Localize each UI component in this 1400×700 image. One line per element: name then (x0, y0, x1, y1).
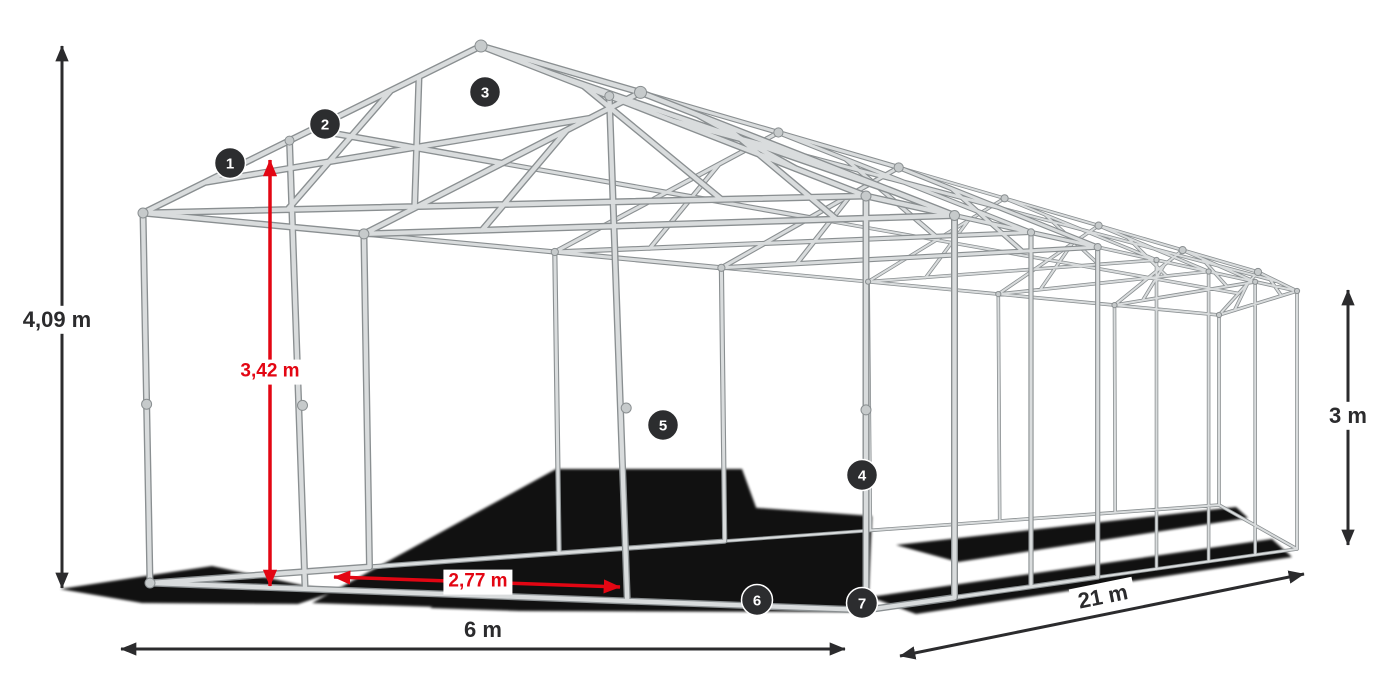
shadow-shape (896, 507, 1248, 562)
part-marker-6: 6 (740, 583, 774, 617)
joint-connector (1178, 246, 1187, 255)
joint-connector (634, 85, 647, 99)
joint-connector (865, 278, 872, 285)
dimension-label-clearance-height: 3,42 m (235, 359, 305, 385)
joint-connector (1215, 311, 1223, 319)
frame-tubes-near (140, 43, 957, 613)
marker-number: 6 (753, 592, 761, 609)
joint-connector (1093, 243, 1102, 252)
joint-connector (620, 402, 632, 414)
joint-connector (297, 399, 308, 411)
joint-connector (1293, 287, 1301, 295)
part-markers: 1 2 3 4 5 6 7 (213, 75, 879, 620)
part-marker-3: 3 (468, 75, 502, 109)
joint-connector (773, 127, 784, 138)
joint-connector (717, 263, 726, 272)
part-marker-7: 7 (845, 586, 879, 620)
joint-connector (1205, 268, 1212, 275)
joint-connector (893, 162, 904, 173)
joint-connector (141, 398, 153, 410)
marker-number: 2 (321, 116, 329, 133)
dimension-label-width: 6 m (457, 615, 509, 645)
joint-connector (604, 91, 615, 101)
joint-connector (137, 207, 149, 219)
joint-connector (860, 190, 872, 202)
joint-connector (474, 39, 488, 53)
joint-connector (284, 135, 295, 146)
joint-connector (1026, 228, 1036, 237)
joint-connector (860, 404, 872, 416)
frame-structure (137, 39, 1301, 616)
frame-tubes-far (720, 166, 1298, 579)
marker-circle (646, 408, 680, 442)
joint-connector (995, 291, 1002, 298)
length-arrow (899, 570, 1305, 660)
joint-connector (144, 577, 156, 589)
joint-connector (949, 210, 960, 221)
marker-circle (213, 146, 247, 180)
dimension-label-clearance-width: 2,77 m (443, 569, 513, 595)
marker-number: 3 (481, 84, 489, 101)
marker-circle (845, 458, 879, 492)
joint-connector (1153, 256, 1160, 264)
joint-connector (1111, 302, 1118, 309)
joint-connector (1252, 278, 1259, 285)
marker-circle (740, 583, 774, 617)
joint-connector (1253, 267, 1263, 277)
part-marker-5: 5 (646, 408, 680, 442)
frame-joints (137, 39, 1301, 616)
marker-number: 7 (858, 595, 866, 612)
dimension-label-side-height: 3 m (1322, 401, 1374, 431)
part-marker-4: 4 (845, 458, 879, 492)
dimension-label-total-height: 4,09 m (15, 305, 99, 335)
joint-connector (550, 247, 559, 257)
joint-connector (1094, 221, 1103, 230)
marker-circle (845, 586, 879, 620)
marker-number: 1 (226, 155, 234, 172)
joint-connector (358, 228, 370, 240)
marker-number: 5 (659, 417, 667, 434)
part-marker-1: 1 (213, 146, 247, 180)
joint-connector (1000, 194, 1009, 203)
marker-circle (308, 107, 342, 141)
marker-circle (468, 75, 502, 109)
marker-number: 4 (858, 467, 867, 484)
part-marker-2: 2 (308, 107, 342, 141)
